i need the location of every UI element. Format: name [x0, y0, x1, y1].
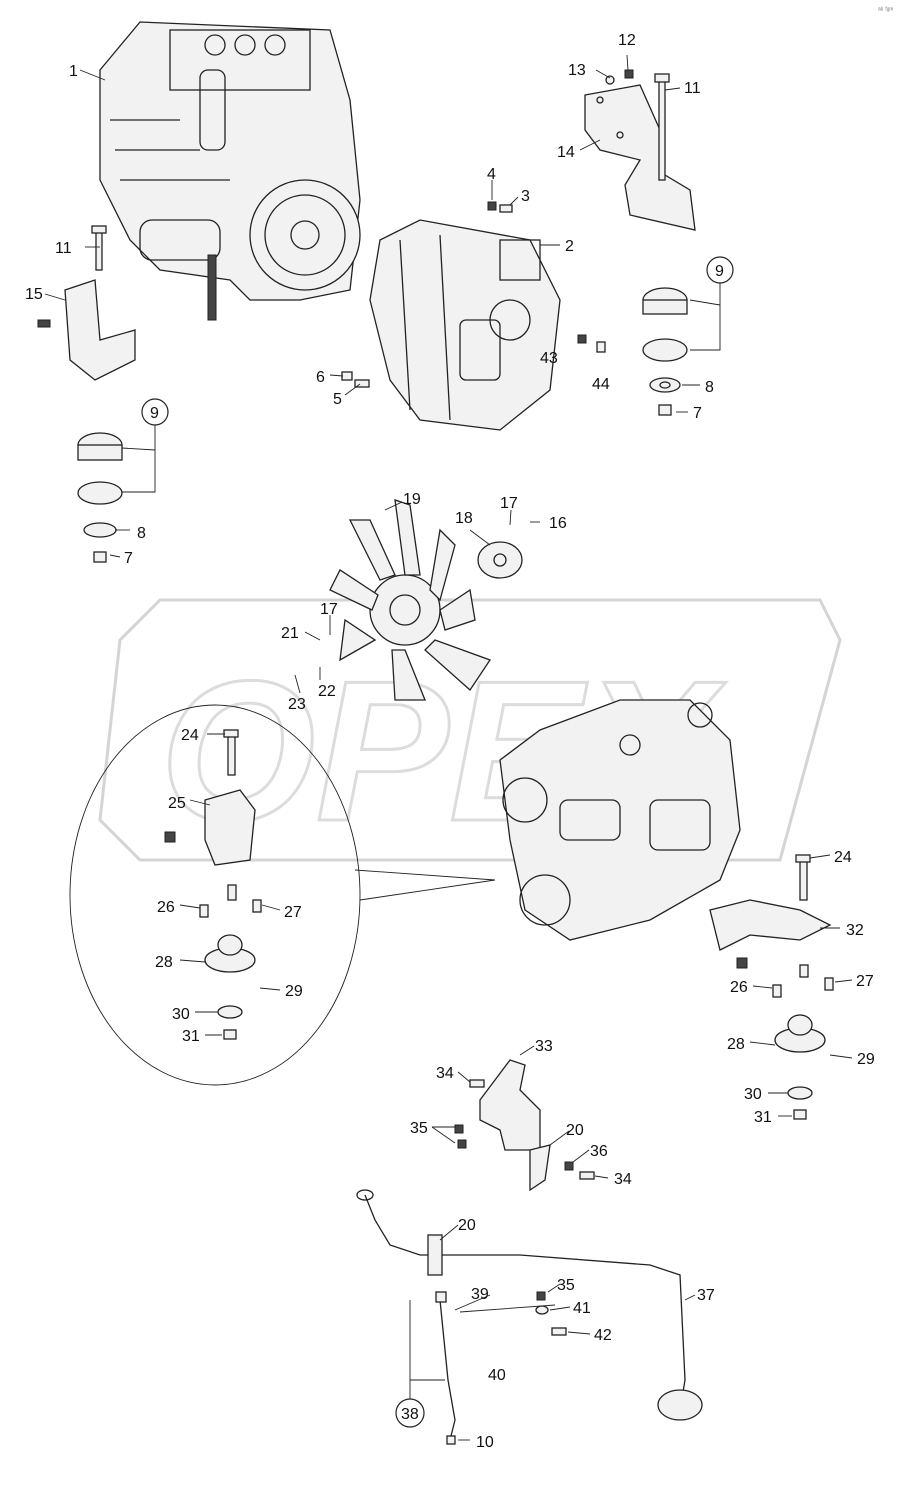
- callout-37: 37: [697, 1287, 715, 1304]
- callout-17-mid: 17: [320, 601, 338, 618]
- callout-7-right: 7: [693, 405, 702, 422]
- cooling-fan: [329, 499, 523, 701]
- leader-lines: [44, 54, 853, 1441]
- callout-20-lower: 20: [458, 1217, 476, 1234]
- callout-12: 12: [618, 32, 636, 49]
- callout-21: 21: [281, 625, 299, 642]
- transmission: [369, 219, 561, 431]
- callout-29-left: 29: [285, 983, 303, 1000]
- callout-30-left: 30: [172, 1006, 190, 1023]
- callout-28-right: 28: [727, 1036, 745, 1053]
- callout-9-right: 9: [715, 263, 724, 280]
- bracket-33: [454, 1059, 595, 1192]
- callout-31-right: 31: [754, 1109, 772, 1126]
- callout-27-right: 27: [856, 973, 874, 990]
- callout-3: 3: [521, 188, 530, 205]
- corner-mark: ᵃᵇ ᶠᵍᵐ: [878, 7, 893, 14]
- callout-35-upper: 35: [410, 1120, 428, 1137]
- callout-26-left: 26: [157, 899, 175, 916]
- circled-callouts: [141, 256, 734, 1428]
- callout-6: 6: [316, 369, 325, 386]
- callout-16: 16: [549, 515, 567, 532]
- callout-28-left: 28: [155, 954, 173, 971]
- detail-outline: [69, 704, 361, 1086]
- callout-circle-38: [395, 1398, 425, 1428]
- callout-38: 38: [401, 1406, 419, 1423]
- callout-circle-9-left: [141, 398, 169, 426]
- callout-43: 43: [540, 350, 558, 367]
- callout-17-top: 17: [500, 495, 518, 512]
- callout-26-right: 26: [730, 979, 748, 996]
- callout-30-right: 30: [744, 1086, 762, 1103]
- callout-5: 5: [333, 391, 342, 408]
- callout-19: 19: [403, 491, 421, 508]
- callout-32: 32: [846, 922, 864, 939]
- callout-11-right: 11: [684, 80, 701, 97]
- engine-top: [99, 21, 361, 321]
- callout-29-right: 29: [857, 1051, 875, 1068]
- callout-14: 14: [557, 144, 575, 161]
- callout-9-left: 9: [150, 405, 159, 422]
- callout-8-left: 8: [137, 525, 146, 542]
- callout-24-left: 24: [181, 727, 199, 744]
- callout-8-right: 8: [705, 379, 714, 396]
- callout-23: 23: [288, 696, 306, 713]
- engine-mount-left: [164, 729, 262, 1040]
- bracket-15: [37, 225, 136, 381]
- callout-36: 36: [590, 1143, 608, 1160]
- callout-22: 22: [318, 683, 336, 700]
- callout-41: 41: [573, 1300, 591, 1317]
- mount-stack-right: [642, 287, 688, 416]
- bracket-14: [584, 69, 696, 231]
- callout-24-right: 24: [834, 849, 852, 866]
- callout-25: 25: [168, 795, 186, 812]
- callout-11-left: 11: [55, 240, 72, 257]
- callout-labels: 1 2 3 4 5 6 7 7 8 8 9 9 10 11 11 12 13 1…: [25, 32, 875, 1451]
- callout-circle-9-right: [706, 256, 734, 284]
- callout-39: 39: [471, 1286, 489, 1303]
- callout-15: 15: [25, 286, 43, 303]
- engine-mount-right: [709, 854, 834, 1120]
- callout-42: 42: [594, 1327, 612, 1344]
- callout-33: 33: [535, 1038, 553, 1055]
- callout-34-lower: 34: [614, 1171, 632, 1188]
- callout-20-upper: 20: [566, 1122, 584, 1139]
- callout-40: 40: [488, 1367, 506, 1384]
- callout-27-left: 27: [284, 904, 302, 921]
- mount-stack-left: [77, 432, 123, 563]
- callout-4: 4: [487, 166, 496, 183]
- callout-18: 18: [455, 510, 473, 527]
- callout-1: 1: [69, 63, 78, 80]
- callout-31-left: 31: [182, 1028, 200, 1045]
- engine-bottom: [499, 699, 741, 941]
- callout-10: 10: [476, 1434, 494, 1451]
- callout-13: 13: [568, 62, 586, 79]
- callout-44: 44: [592, 376, 610, 393]
- callout-35-lower: 35: [557, 1277, 575, 1294]
- callout-2: 2: [565, 238, 574, 255]
- callout-7-left: 7: [124, 550, 133, 567]
- callout-34-upper: 34: [436, 1065, 454, 1082]
